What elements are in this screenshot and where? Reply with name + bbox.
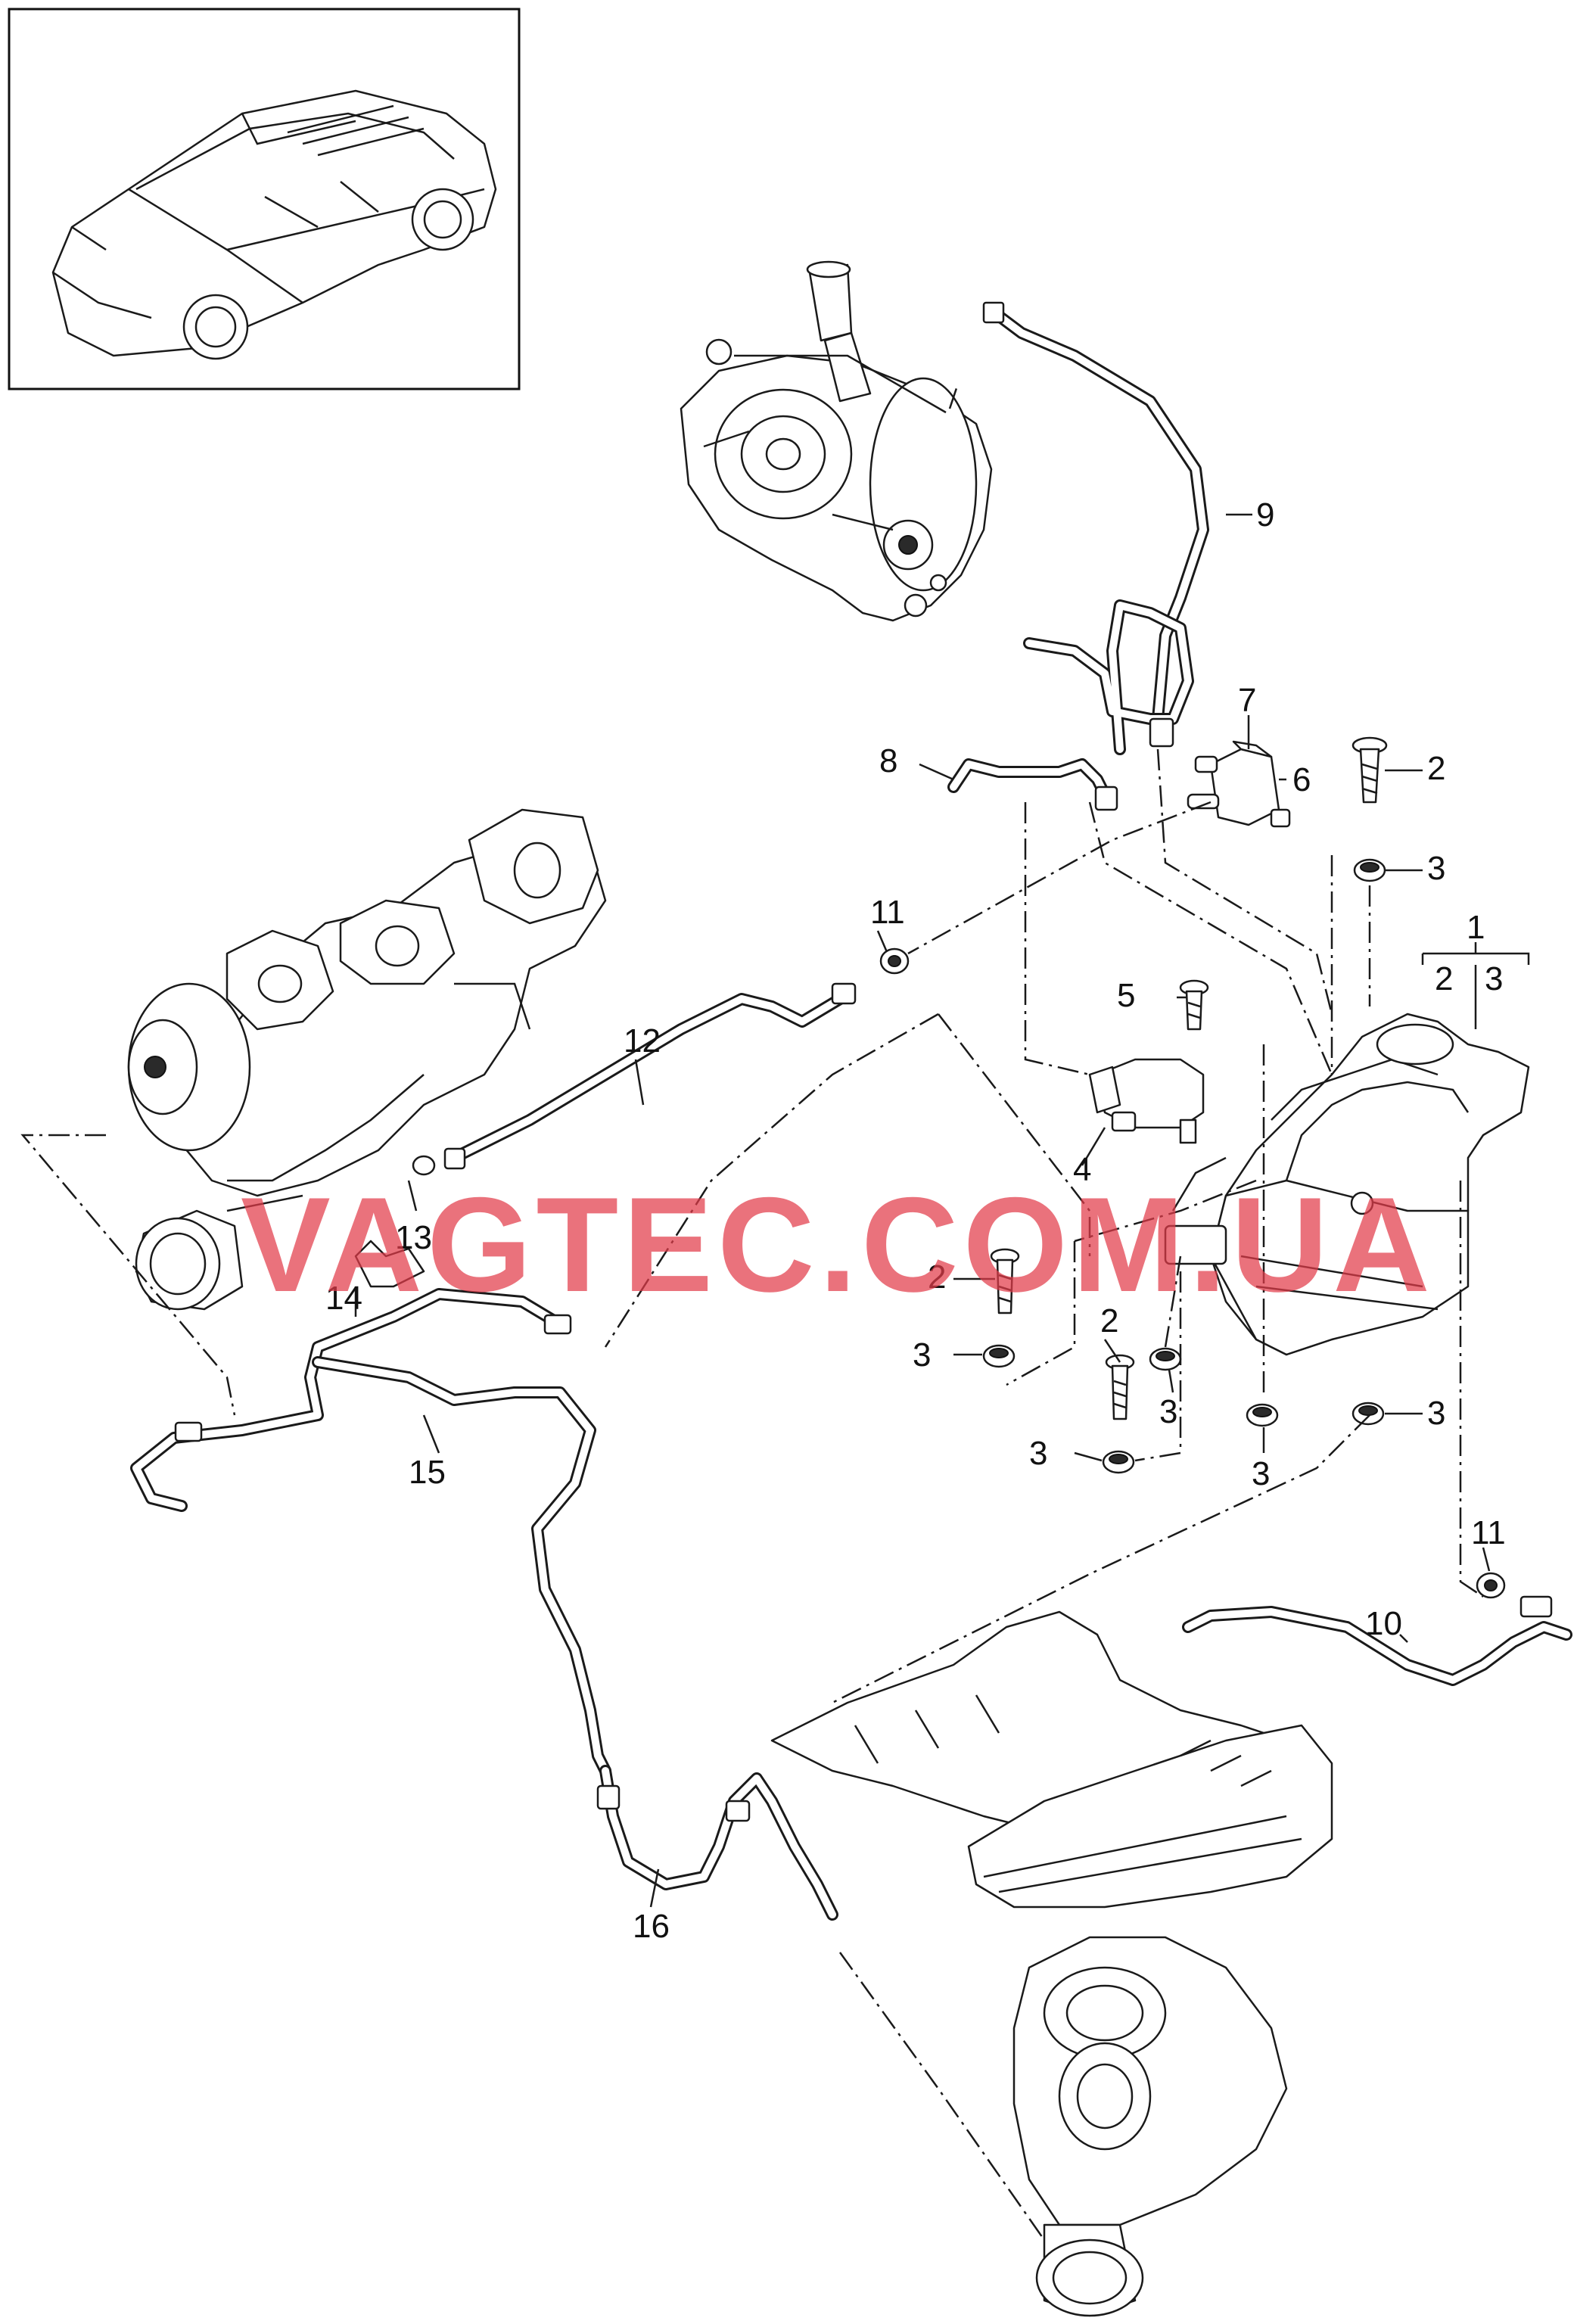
screw-and-bush-top [1351, 736, 1388, 882]
callout-11-right: 11 [1471, 1514, 1506, 1551]
callout-3-filter-right: 3 [1427, 1395, 1445, 1432]
callout-6: 6 [1292, 761, 1311, 798]
callout-7: 7 [1238, 682, 1256, 719]
callout-16: 16 [633, 1908, 670, 1945]
vehicle-thumbnail [8, 8, 521, 390]
callout-10: 10 [1365, 1605, 1402, 1642]
callout-1: 1 [1467, 909, 1485, 946]
vacuum-pump [680, 260, 993, 622]
fasteners-lower [982, 1248, 1385, 1474]
hose-9 [982, 301, 1209, 755]
callout-5: 5 [1117, 977, 1135, 1014]
hose-10 [1182, 1572, 1572, 1686]
watermark-text: VAGTEC.COM.UA [241, 1169, 1435, 1320]
callout-4: 4 [1073, 1151, 1091, 1188]
callout-2-left: 2 [928, 1258, 946, 1296]
callout-9: 9 [1256, 496, 1274, 534]
screw-5 [1179, 979, 1209, 1031]
assembly-lines [20, 385, 1484, 2241]
pressure-converter [1088, 1058, 1205, 1144]
turbocharger-right [770, 1610, 1333, 2317]
hose-16 [596, 1765, 838, 1921]
leader-lines [354, 513, 1530, 1908]
hose-12 [443, 947, 910, 1170]
callout-13: 13 [395, 1219, 432, 1256]
callout-14: 14 [325, 1280, 362, 1317]
callout-11-top: 11 [870, 894, 905, 931]
callout-2-center: 2 [1100, 1302, 1118, 1339]
callout-3-filter-left: 3 [1252, 1455, 1270, 1492]
callout-15: 15 [409, 1454, 446, 1491]
callout-3-top: 3 [1427, 850, 1445, 887]
solenoid-valve [1187, 740, 1291, 828]
callout-8: 8 [879, 742, 897, 779]
callout-2-top: 2 [1427, 750, 1445, 787]
callout-3-lower: 3 [1029, 1435, 1047, 1472]
air-filter-box [1164, 1013, 1530, 1356]
callout-1-sub-2: 2 [1435, 960, 1453, 997]
callout-3-left: 3 [913, 1336, 931, 1374]
callout-3-center: 3 [1159, 1393, 1177, 1430]
hose-15 [130, 1288, 611, 1777]
callout-1-sub-3: 3 [1485, 960, 1503, 997]
hose-8 [947, 758, 1118, 811]
turbocharger-left [127, 808, 607, 1311]
callouts: 9 7 6 2 3 8 1 2 3 11 5 12 4 13 14 2 3 2 … [325, 496, 1506, 1945]
clip-13-14 [354, 1155, 436, 1288]
callout-12: 12 [624, 1022, 661, 1059]
